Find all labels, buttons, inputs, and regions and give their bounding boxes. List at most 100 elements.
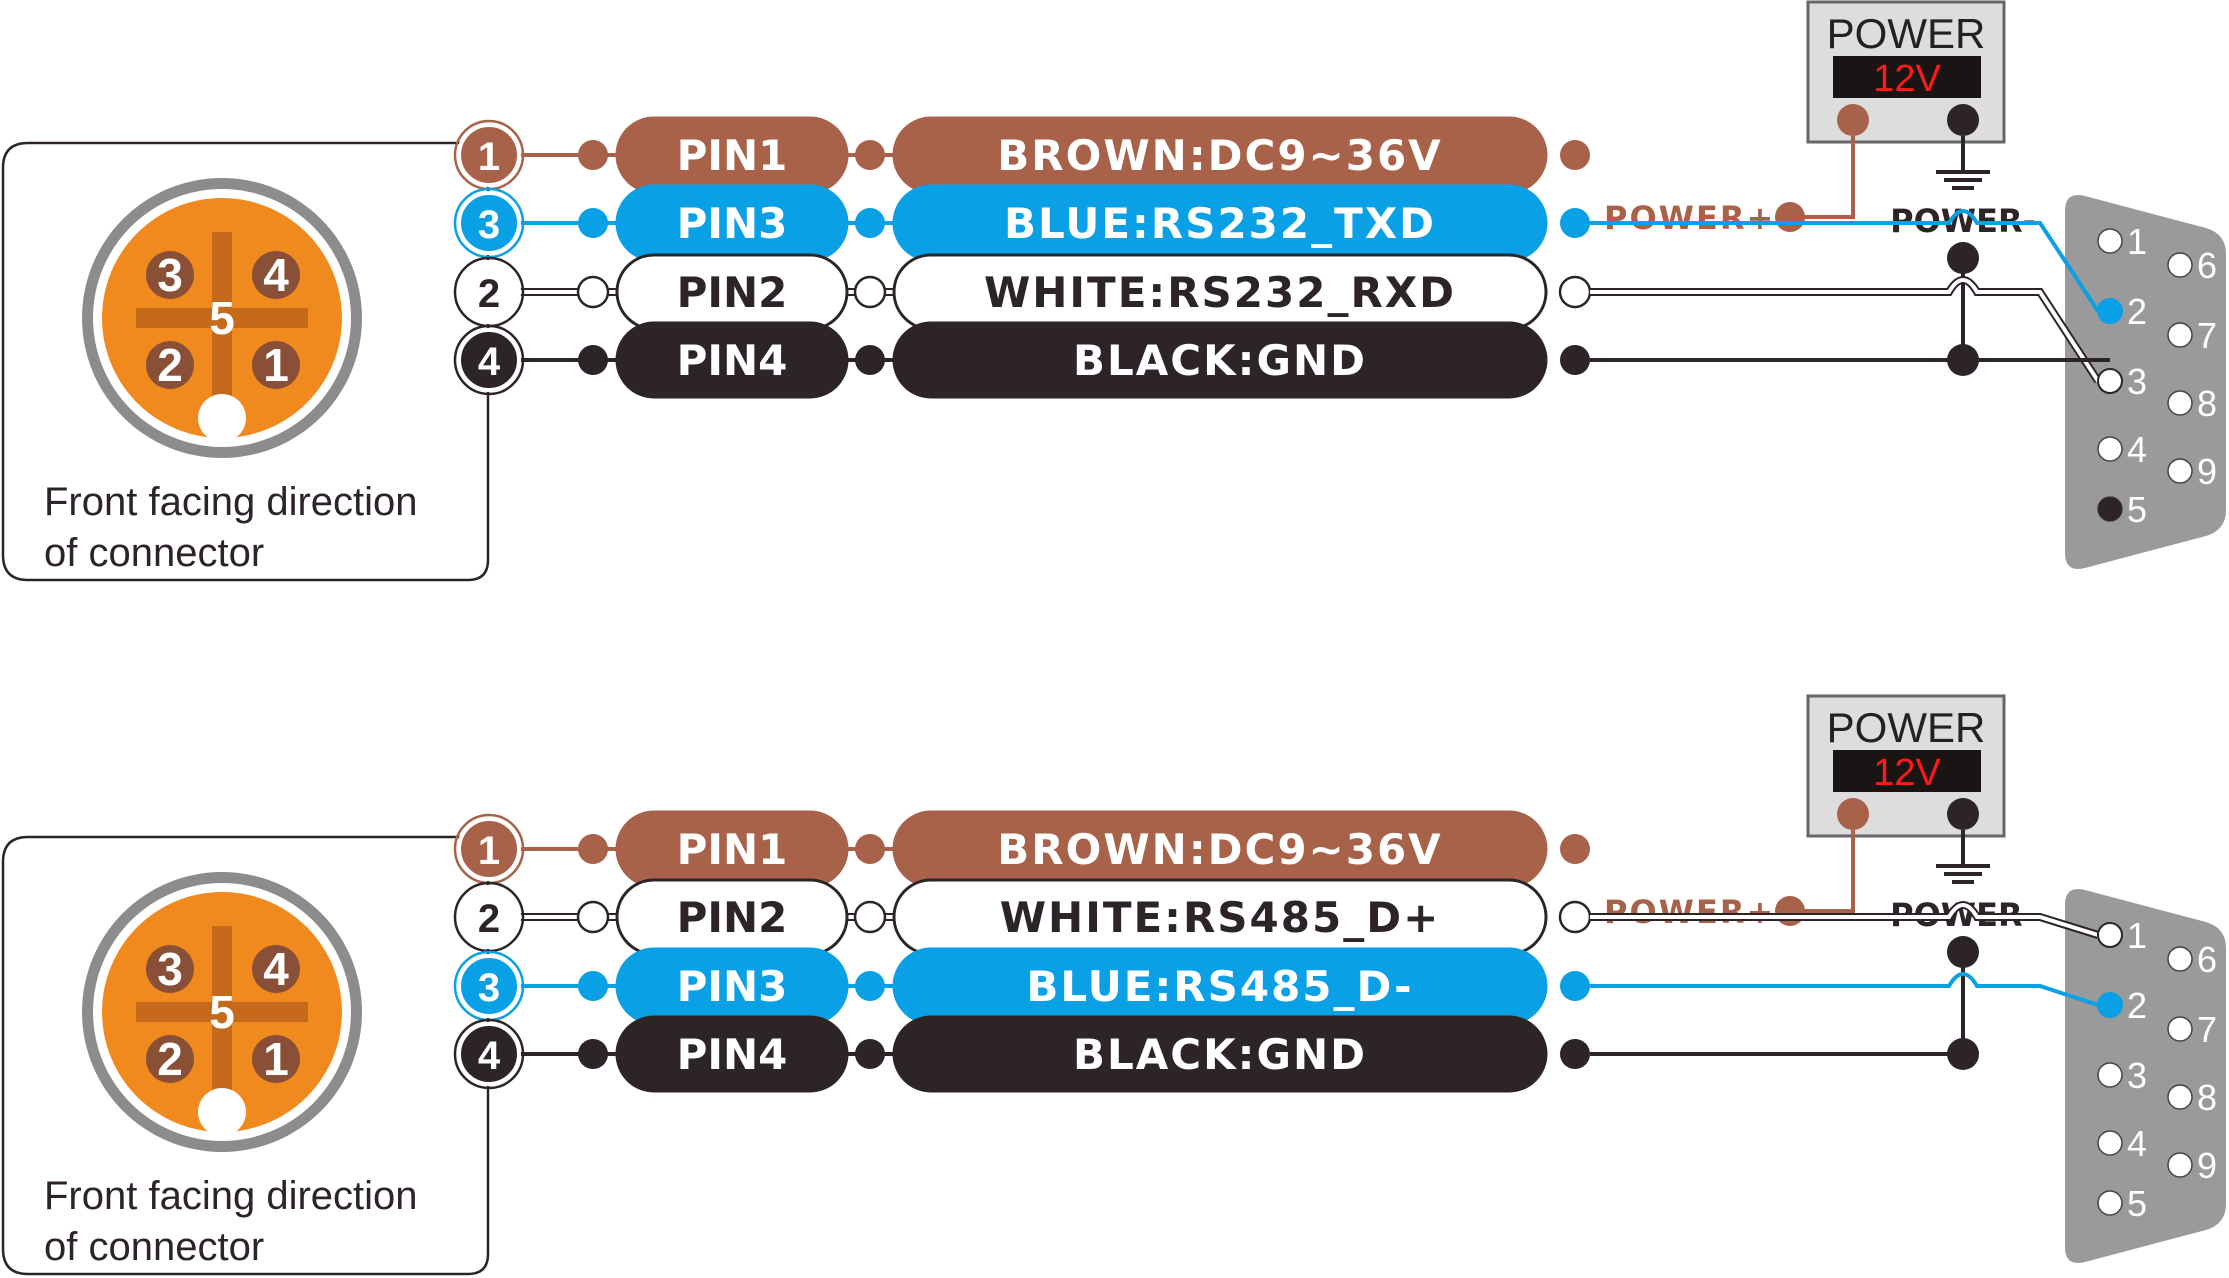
connector-pin-2 [146,1035,194,1083]
power-plus-label: POWER+ [1604,893,1775,931]
pin-number-badge [457,260,521,324]
wire-dot [578,971,608,1001]
db9-pin-label: 7 [2197,1009,2217,1050]
pin-number: 1 [478,135,500,179]
pin-pill-label: PIN4 [677,336,788,385]
db9-pin-label: 6 [2197,245,2217,286]
db9-pin-9 [2167,1152,2193,1178]
connector-pin-1 [252,1035,300,1083]
wire-end-dot [1560,834,1590,864]
wire-dot [853,900,887,934]
pin-number: 2 [478,272,500,316]
pin-pill-label: PIN2 [677,268,788,317]
connector-notch [198,394,246,442]
wire-color-label: BLUE:RS485_D- [1026,962,1413,1011]
connector-pin-label: 2 [157,1033,183,1085]
wire-dot [578,208,608,238]
wire-end-dot [1560,140,1590,170]
power-plus-wire [1790,830,1855,913]
connector-pin-label: 3 [157,249,183,301]
wire-dot [855,345,885,375]
db9-pin-label: 6 [2197,939,2217,980]
power-minus-terminal [1947,798,1979,830]
signal-wire [1590,972,2099,1007]
wire-color-label: BLACK:GND [1073,1030,1367,1079]
pin-number-badge [457,954,521,1018]
db9-pin-1 [2097,228,2123,254]
pin-pill-label: PIN1 [677,131,788,180]
db9-pin-8 [2167,1084,2193,1110]
signal-wire [1590,276,2102,384]
wire-color-pill [892,321,1548,399]
power-supply-title: POWER [1827,704,1986,751]
connector-pin-4 [252,251,300,299]
db9-pin-label: 1 [2127,221,2147,262]
power-supply-title: POWER [1827,10,1986,57]
wire-end-dot [1560,971,1590,1001]
pin-number-badge [457,817,521,881]
pin-pill-label: PIN3 [677,199,788,248]
connector-key-horizontal [136,308,308,328]
pin-number: 3 [478,203,500,247]
wire-dot [576,900,610,934]
pin-pill-label: PIN4 [677,1030,788,1079]
db9-pin-6 [2167,252,2193,278]
db9-pin-label: 9 [2197,451,2217,492]
power-minus-terminal [1947,104,1979,136]
pin-number-badge [457,1022,521,1086]
wire-end-dot [1560,1039,1590,1069]
connector-pin-label: 3 [157,943,183,995]
db9-pin-label: 3 [2127,361,2147,402]
wire-dot [578,834,608,864]
connector-pin-label: 4 [263,943,289,995]
db9-pin-4 [2097,1130,2123,1156]
db9-pin-label: 8 [2197,383,2217,424]
pin-pill-label: PIN1 [677,825,788,874]
db9-pin-connected [2097,992,2123,1018]
signal-wire [1590,209,2100,313]
connector-pin-label: 1 [263,1033,289,1085]
db9-pin-label: 5 [2127,489,2147,530]
wire-dot [855,208,885,238]
power-plus-terminal [1837,104,1869,136]
wire-end-dot [1560,345,1590,375]
power-supply-display [1833,750,1981,792]
db9-pin-label: 4 [2127,1123,2147,1164]
db9-pin-label: 2 [2127,291,2147,332]
pin-number: 1 [478,829,500,873]
pin-number-badge [457,328,521,392]
db9-pin-label: 7 [2197,315,2217,356]
connector-pin-label: 5 [209,292,235,344]
wire-color-label: BROWN:DC9~36V [997,131,1442,180]
db9-pin-8 [2167,390,2193,416]
pin-number-badge [457,191,521,255]
connector-pin-label: 1 [263,339,289,391]
signal-wire-core [1590,278,2100,383]
connector-caption-line1: Front facing direction [44,480,418,524]
connector-pin-3 [146,945,194,993]
ground-rail-top-node [1947,242,1979,274]
db9-pin-5 [2097,1190,2123,1216]
power-supply-voltage: 12V [1873,752,1941,794]
wire-dot [578,140,608,170]
connector-caption-line2: of connector [44,1225,264,1269]
wire-color-label: BROWN:DC9~36V [997,825,1442,874]
wire-dot [855,834,885,864]
wire-dot [578,1039,608,1069]
db9-pin-connected [2097,922,2123,948]
connector-caption-line1: Front facing direction [44,1174,418,1218]
db9-pin-label: 3 [2127,1055,2147,1096]
wire-dot [855,1039,885,1069]
wire-dot [855,140,885,170]
wire-row-pin1: 1 PIN1 BROWN:DC9~36V [453,116,1590,194]
wire-end-dot [1558,900,1592,934]
pin-pill [615,1015,849,1093]
wire-row-pin3: 3 PIN3 BLUE:RS232_TXD [453,184,2123,324]
connector-key-horizontal [136,1002,308,1022]
connector-pin-4 [252,945,300,993]
connector-pin-label: 2 [157,339,183,391]
wire-color-label: BLUE:RS232_TXD [1004,199,1436,248]
